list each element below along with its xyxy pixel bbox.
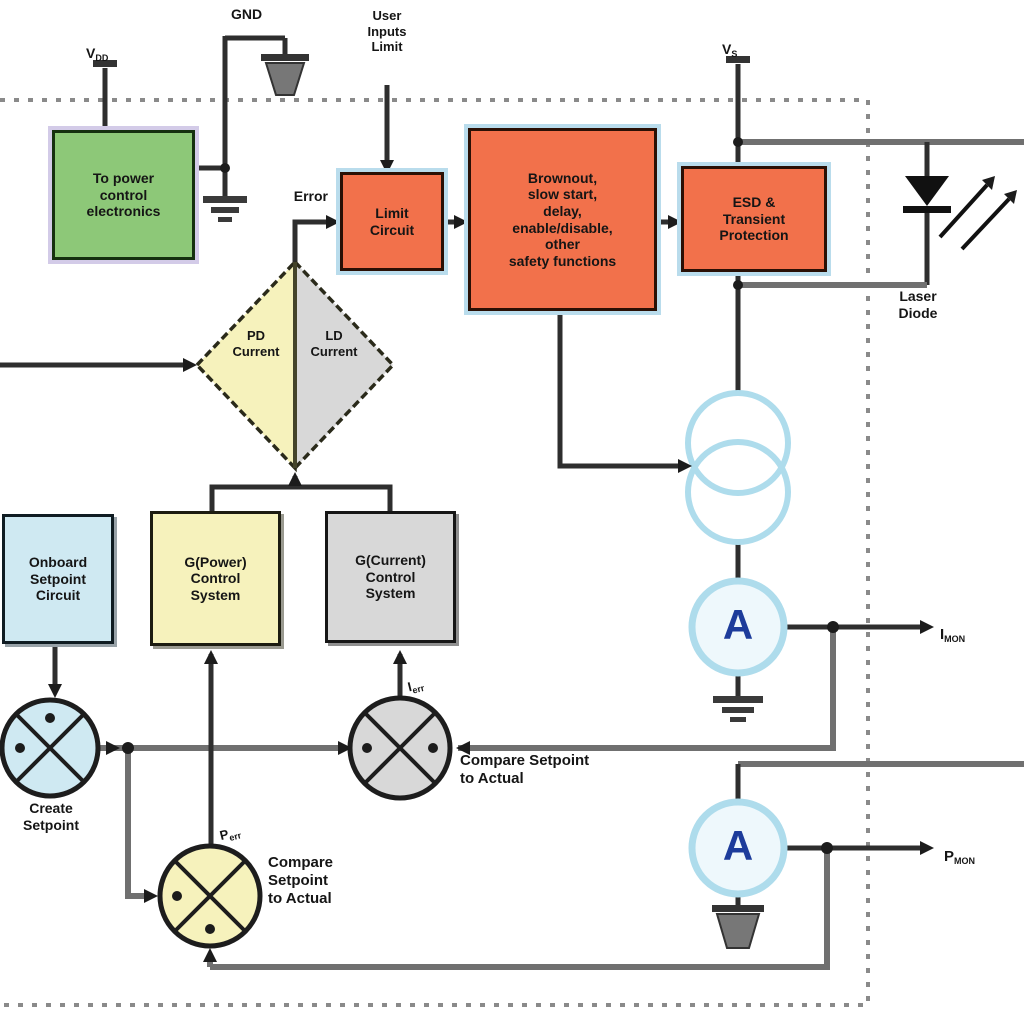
imon-output-label: IMON xyxy=(940,626,966,644)
summing-junction-current xyxy=(347,695,453,801)
vs-terminal-label: VS xyxy=(722,40,738,59)
ammeter-current-icon xyxy=(688,577,788,677)
laser-diode-label: Laser Diode xyxy=(898,288,938,321)
safety-functions-block: Brownout, slow start, delay, enable/disa… xyxy=(468,128,657,311)
feedback-selector-diamond xyxy=(194,257,396,473)
earth-ground-icon xyxy=(203,196,247,222)
summing-junction-power xyxy=(157,843,263,949)
g-power-control-block: G(Power) Control System xyxy=(150,511,281,646)
wires xyxy=(0,35,1024,970)
esd-protection-block: ESD & Transient Protection xyxy=(681,166,827,272)
vdd-terminal-label: VDD xyxy=(86,44,109,63)
ammeter-power-letter: A xyxy=(722,822,754,869)
ammeter-current-letter: A xyxy=(722,601,754,648)
earth-ground-icon xyxy=(713,696,763,722)
wire-junction-dots xyxy=(122,137,839,854)
light-emission-icon xyxy=(938,176,1017,251)
ammeter-power-icon xyxy=(688,798,788,898)
create-setpoint-label: Create Setpoint xyxy=(23,800,79,833)
compare-power-label: Compare Setpoint to Actual xyxy=(268,854,334,907)
compare-current-label: Compare Setpoint to Actual xyxy=(460,752,590,787)
module-boundary-dashed xyxy=(0,98,870,1007)
g-current-control-block: G(Current) Control System xyxy=(325,511,456,643)
gnd-terminal-label: GND xyxy=(231,6,263,22)
selector-pd-current-label: PD Current xyxy=(232,328,280,359)
current-source-icon xyxy=(685,390,791,545)
error-signal-label: Error xyxy=(293,188,328,204)
power-control-block: To power control electronics xyxy=(52,130,195,260)
selector-ld-current-label: LD Current xyxy=(310,328,358,359)
chassis-ground-icon xyxy=(261,54,309,96)
supply-terminal-ticks xyxy=(93,56,750,67)
onboard-setpoint-block: Onboard Setpoint Circuit xyxy=(2,514,114,644)
flow-arrows xyxy=(48,160,934,962)
laser-diode-icon xyxy=(903,176,951,213)
chassis-ground-icon xyxy=(712,905,764,949)
user-inputs-limit-label: User Inputs Limit xyxy=(367,8,407,55)
summing-junction-create-setpoint xyxy=(0,697,101,799)
pmon-output-label: PMON xyxy=(944,848,976,866)
limit-circuit-block: Limit Circuit xyxy=(340,172,444,271)
